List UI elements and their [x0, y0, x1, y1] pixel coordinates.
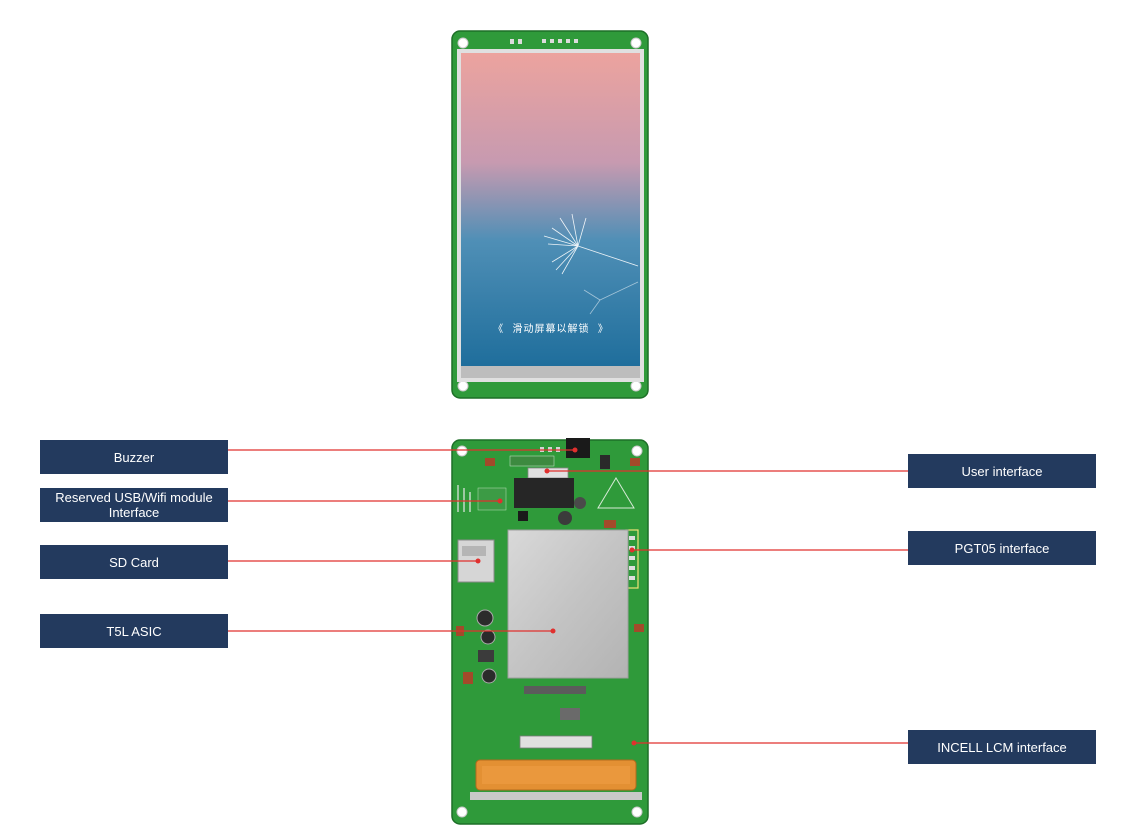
mount-hole [630, 37, 642, 49]
chevron-right-icon: 》 [597, 324, 609, 335]
lcd-screen [461, 53, 640, 366]
back-pcb-module [451, 438, 649, 825]
mount-hole [456, 806, 468, 818]
incell-lcm-connector [519, 735, 593, 749]
callout-pgt05-interface: PGT05 interface [908, 531, 1096, 565]
callout-t5l-asic: T5L ASIC [40, 614, 228, 648]
callout-usb-wifi-line2: Interface [108, 505, 160, 520]
mount-hole [457, 380, 469, 392]
t5l-asic-shield [507, 529, 629, 679]
mount-hole [631, 806, 643, 818]
dandelion-graphic [543, 213, 639, 315]
chevron-left-icon: 《 [493, 324, 505, 335]
callout-user-interface-text: User interface [961, 463, 1043, 479]
mount-hole [457, 37, 469, 49]
unlock-text: 滑动屏幕以解锁 [512, 324, 590, 335]
callout-user-interface: User interface [908, 454, 1096, 488]
callout-incell-lcm-interface-text: INCELL LCM interface [937, 739, 1067, 755]
callout-buzzer: Buzzer [40, 440, 228, 474]
callout-pgt05-interface-text: PGT05 interface [954, 540, 1050, 556]
callout-usb-wifi-line1: Reserved USB/Wifi module [55, 490, 213, 505]
callout-sd-card: SD Card [40, 545, 228, 579]
mount-hole [456, 445, 468, 457]
callout-sd-card-text: SD Card [109, 554, 159, 570]
unlock-prompt: 《 滑动屏幕以解锁 》 [462, 320, 640, 335]
callout-usb-wifi: Reserved USB/Wifi module Interface [40, 488, 228, 522]
callout-t5l-asic-text: T5L ASIC [106, 623, 162, 639]
callout-buzzer-text: Buzzer [113, 449, 155, 465]
mount-hole [631, 445, 643, 457]
mount-hole [630, 380, 642, 392]
front-display-module [451, 30, 649, 399]
callout-incell-lcm-interface: INCELL LCM interface [908, 730, 1096, 764]
buzzer-component [566, 438, 590, 458]
